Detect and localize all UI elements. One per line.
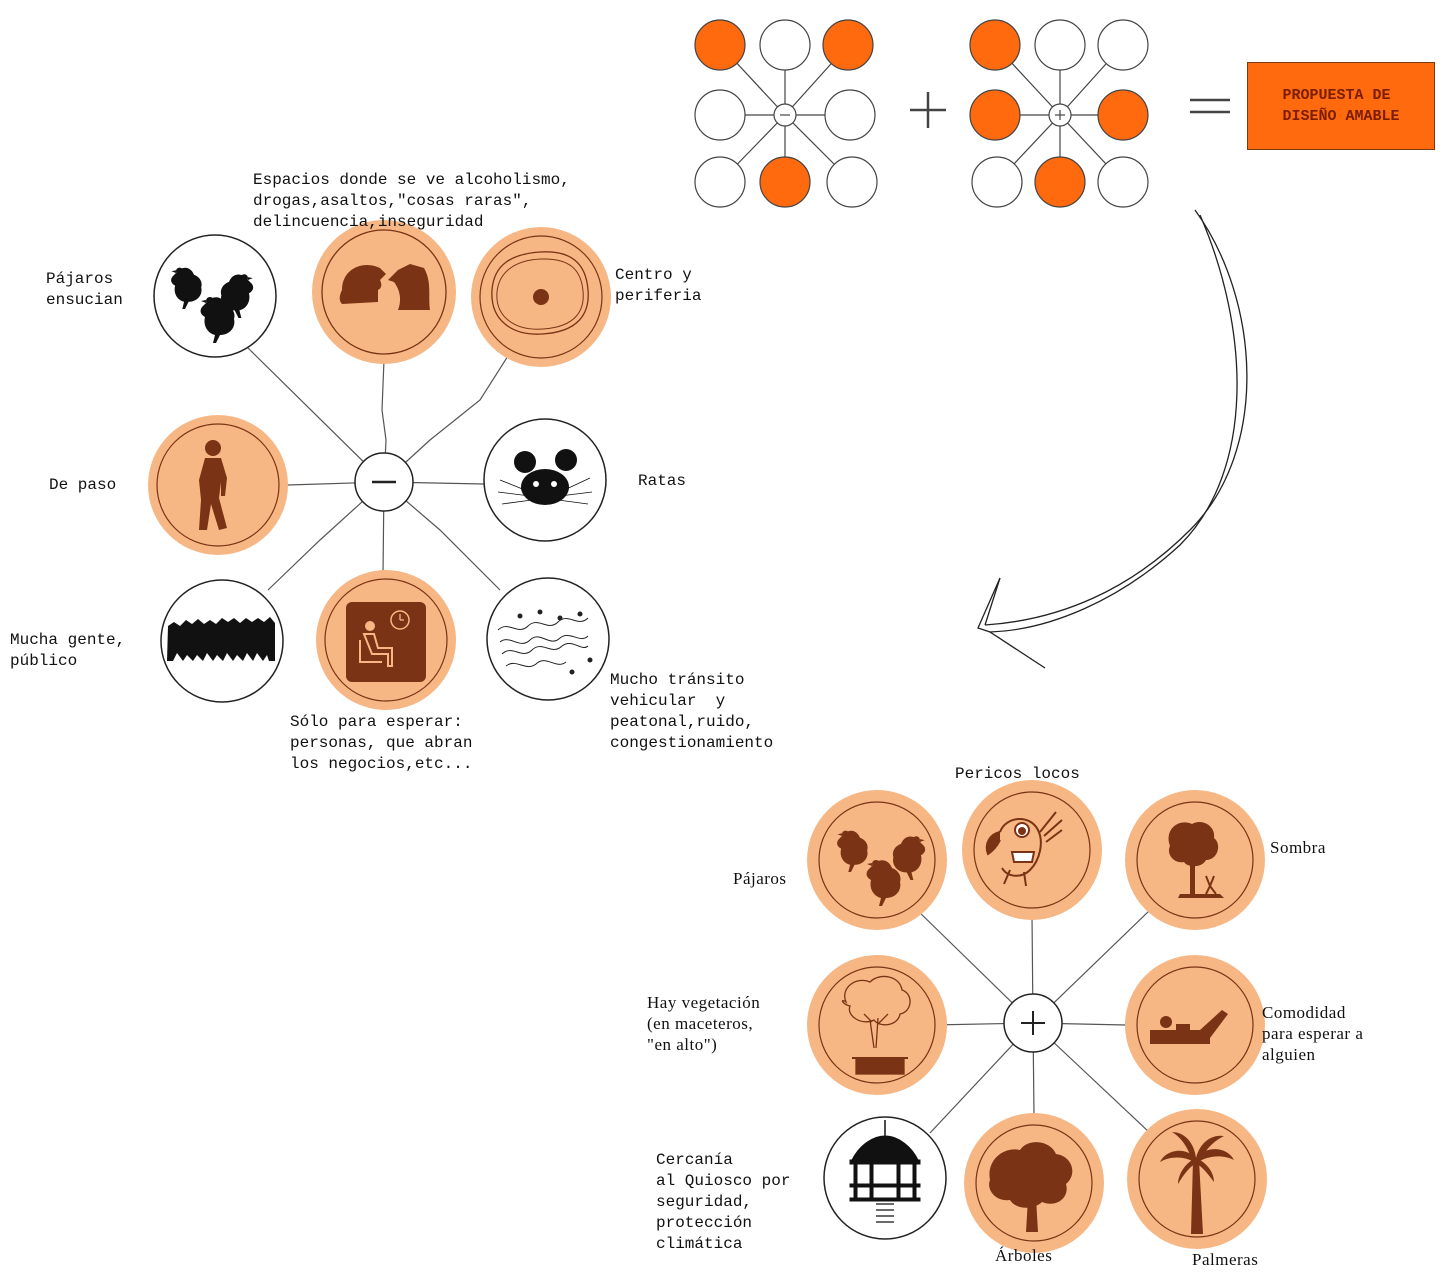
node-sombra [1125,790,1265,930]
node-solo-esperar [316,570,456,710]
mini-node [759,19,811,71]
waiting-seat-icon [346,602,426,682]
node-vegetacion [807,955,947,1095]
mini-node [969,19,1021,71]
node-de-paso [148,415,288,555]
node-arboles [964,1113,1104,1253]
label-centro-periferia: Centro y periferia [615,266,702,305]
tree-icon [989,1142,1073,1232]
label-palmeras: Palmeras [1192,1250,1259,1269]
node-espacios-inseguridad [312,220,456,364]
mini-node [1034,156,1086,208]
label-pericos-locos: Pericos locos [955,765,1080,783]
node-mucha-gente [160,579,284,703]
top-equation [694,19,1230,208]
palm-tree-icon [1160,1132,1234,1234]
label-mucha-gente: Mucha gente, público [10,631,126,670]
mini-node [694,19,746,71]
shade-tree-icon [1168,821,1224,898]
node-transito [486,577,610,701]
plus-operator [910,92,946,128]
traffic-icon [497,609,593,675]
node-pajaros [807,790,947,930]
negative-diagram [148,220,611,710]
center-periphery-icon [491,251,589,335]
label-de-paso: De paso [49,476,117,494]
walking-person-icon [199,440,227,530]
crowd-icon [167,617,275,661]
mini-node [826,156,878,208]
node-pericos-locos [962,780,1102,920]
mini-node [694,89,746,141]
node-centro-periferia [471,227,611,367]
curved-arrow [977,209,1248,669]
label-solo-esperar: Sólo para esperar: personas, que abran l… [290,713,473,773]
mini-node [969,89,1021,141]
mini-diagram-negative [694,19,878,208]
label-ratas: Ratas [638,472,687,490]
node-palmeras [1127,1109,1267,1249]
node-comodidad [1125,955,1265,1095]
node-pajaros-ensucian [153,234,277,358]
mini-node [1034,19,1086,71]
positive-diagram [807,780,1267,1253]
label-transito: Mucho tránsito vehicular y peatonal,ruid… [610,671,774,752]
kiosk-icon [849,1120,921,1223]
label-pajaros: Pájaros [733,869,787,888]
mini-node [824,89,876,141]
equals-operator [1190,98,1230,114]
potted-tree-icon [841,975,911,1075]
reclining-person-icon [1150,1010,1228,1044]
node-ratas [483,418,607,542]
mini-node [1097,156,1149,208]
label-espacios: Espacios donde se ve alcoholismo, drogas… [253,171,570,231]
positive-hub [1003,993,1063,1053]
mini-node [971,156,1023,208]
drinking-people-icon [339,264,430,310]
result-box: PROPUESTA DE DISEÑO AMABLE [1247,62,1435,150]
label-comodidad: Comodidad para esperar a alguien [1262,1003,1364,1064]
mini-node [1097,19,1149,71]
label-vegetacion: Hay vegetación (en maceteros, "en alto") [647,993,761,1054]
result-label: PROPUESTA DE DISEÑO AMABLE [1282,87,1400,125]
mini-node [1097,89,1149,141]
parrot-icon [985,811,1063,887]
mini-node [822,19,874,71]
mini-diagram-positive [969,19,1149,208]
mini-node [759,156,811,208]
rat-icon [497,449,593,505]
mini-node [694,156,746,208]
label-quiosco: Cercanía al Quiosco por seguridad, prote… [656,1151,791,1253]
label-pajaros-ensucian: Pájaros ensucian [46,270,123,309]
label-sombra: Sombra [1270,838,1326,857]
node-quiosco [823,1116,947,1240]
negative-hub [354,452,414,512]
label-arboles: Árboles [995,1246,1053,1265]
